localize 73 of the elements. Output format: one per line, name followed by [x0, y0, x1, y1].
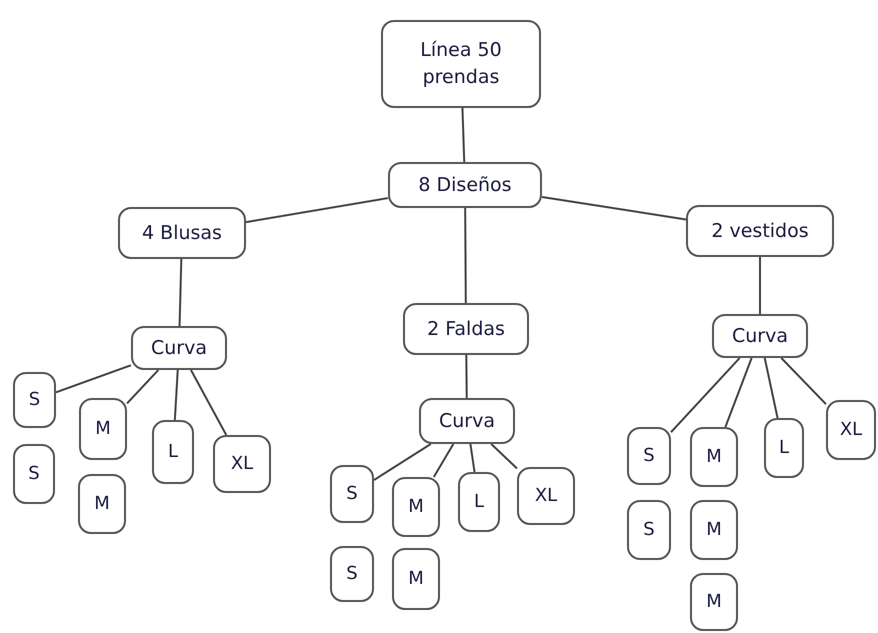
connector-line: [190, 370, 228, 436]
node-text: Línea 50 prendas: [419, 38, 503, 90]
rounded-box: [686, 205, 834, 257]
node-text: XL: [840, 418, 862, 442]
node-text: Curva: [150, 336, 207, 361]
rounded-box: [690, 427, 738, 487]
node-text: 2 Faldas: [427, 316, 505, 342]
rounded-box: [419, 398, 515, 444]
node-text: 4 Blusas: [142, 220, 222, 246]
rounded-box: [826, 400, 876, 460]
connector-line: [670, 357, 740, 433]
connector-line: [56, 364, 132, 394]
rounded-box: [517, 467, 575, 525]
rounded-box: [78, 474, 126, 534]
rounded-box: [627, 427, 671, 485]
rounded-box: [131, 326, 227, 370]
node-text: L: [168, 440, 178, 464]
rounded-box: [712, 314, 808, 358]
connector-line: [464, 208, 467, 303]
rounded-box: [330, 465, 374, 523]
connector-line: [178, 258, 182, 326]
node-text: S: [346, 482, 358, 506]
connector-line: [764, 358, 779, 418]
connector-line: [246, 197, 388, 224]
connector-line: [174, 370, 179, 420]
rounded-box: [213, 435, 271, 493]
connector-line: [461, 108, 466, 162]
node-text: L: [474, 490, 484, 514]
connector-line: [126, 369, 160, 404]
rounded-box: [764, 418, 804, 478]
node-text: S: [28, 388, 40, 412]
rounded-box: [627, 500, 671, 560]
rounded-box: [458, 472, 500, 532]
rounded-box: [690, 500, 738, 560]
connector-line: [373, 443, 432, 481]
node-text: M: [94, 492, 110, 516]
connector-line: [759, 257, 761, 314]
connector-line: [724, 358, 753, 428]
node-text: M: [706, 518, 722, 542]
node-text: XL: [534, 484, 558, 508]
connector-line: [432, 444, 454, 478]
node-text: XL: [230, 452, 254, 476]
rounded-box: [388, 162, 542, 208]
node-text: 2 vestidos: [711, 218, 809, 244]
rounded-box: [13, 444, 55, 504]
connector-line: [780, 357, 827, 405]
rounded-box: [152, 420, 194, 484]
node-text: M: [408, 495, 424, 520]
node-text: L: [778, 436, 790, 460]
node-text: 8 Diseños: [418, 172, 512, 198]
node-text: M: [408, 567, 424, 592]
node-text: M: [95, 417, 111, 442]
node-text: S: [346, 562, 358, 586]
rounded-box: [690, 573, 738, 631]
connector-line: [542, 196, 686, 220]
rounded-box: [330, 546, 374, 602]
rounded-box: [118, 207, 246, 259]
rounded-box: [381, 20, 541, 108]
rounded-box: [392, 548, 440, 610]
node-text: M: [706, 590, 722, 614]
node-text: S: [643, 518, 655, 542]
rounded-box: [392, 477, 440, 537]
rounded-box: [79, 398, 127, 460]
node-text: Curva: [438, 408, 495, 434]
node-text: Curva: [732, 324, 788, 349]
connector-line: [469, 444, 476, 472]
node-text: S: [28, 462, 40, 486]
rounded-box: [13, 372, 56, 428]
node-text: S: [643, 444, 655, 468]
rounded-box: [403, 303, 529, 355]
connector-line: [490, 443, 518, 470]
node-text: M: [706, 445, 722, 470]
connector-line: [465, 354, 468, 398]
